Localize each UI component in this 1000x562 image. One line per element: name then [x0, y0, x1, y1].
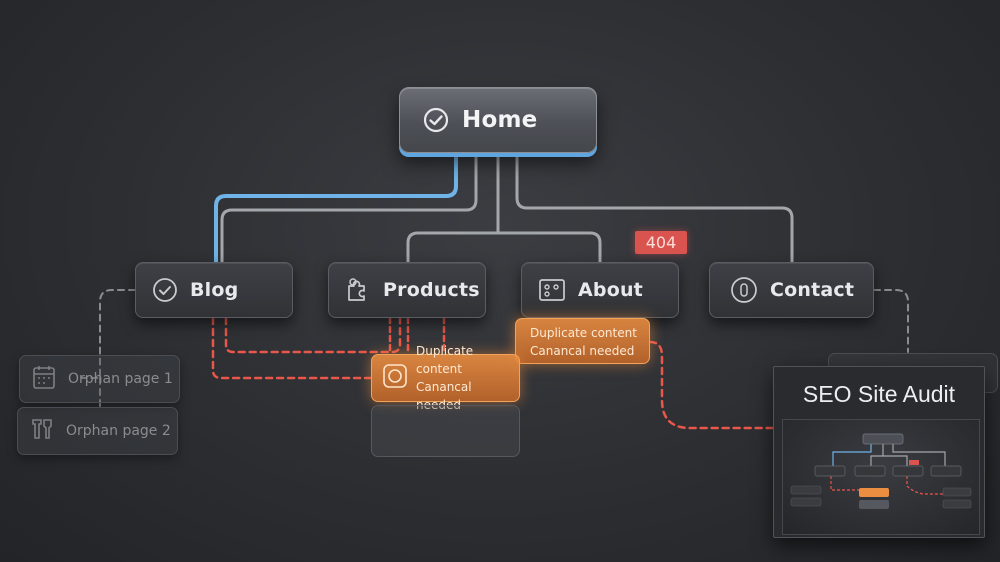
- warning-line-1: Duplicate content: [416, 344, 474, 376]
- node-products-label: Products: [383, 279, 480, 301]
- about-duplicate-warning[interactable]: Duplicate content Canancal needed: [515, 318, 650, 364]
- puzzle-icon: [343, 277, 371, 303]
- node-about-label: About: [578, 279, 643, 301]
- node-home[interactable]: Home: [399, 87, 597, 153]
- link-blog-warning: [224, 316, 402, 354]
- check-circle-icon: [152, 277, 178, 303]
- link-about-audit: [648, 340, 775, 430]
- node-about[interactable]: About: [521, 262, 679, 318]
- node-blog[interactable]: Blog: [135, 262, 293, 318]
- orphan-page-1-label: Orphan page 1: [68, 371, 173, 387]
- orphan-page-1[interactable]: Orphan page 1: [19, 355, 180, 403]
- error-404-badge: 404: [635, 231, 687, 254]
- audit-panel-title: SEO Site Audit: [802, 381, 956, 407]
- node-home-label: Home: [462, 107, 538, 133]
- circle-icon: [730, 276, 758, 304]
- warning-line-2: Canancal needed: [530, 344, 635, 358]
- tools-icon: [30, 416, 54, 446]
- orphan-page-2[interactable]: Orphan page 2: [17, 407, 178, 455]
- node-contact-label: Contact: [770, 279, 855, 301]
- ghost-node: [371, 405, 520, 457]
- link-contact-side: [873, 289, 909, 353]
- node-products[interactable]: Products: [328, 262, 486, 318]
- circle-square-icon: [382, 363, 408, 394]
- audit-thumbnail: [782, 419, 980, 535]
- node-blog-label: Blog: [190, 279, 239, 301]
- link-home-contact: [515, 152, 794, 264]
- products-duplicate-warning[interactable]: Duplicate content Canancal needed: [371, 344, 520, 412]
- grid-icon: [538, 278, 566, 302]
- node-contact[interactable]: Contact: [709, 262, 874, 318]
- seo-audit-panel[interactable]: SEO Site Audit: [773, 366, 985, 538]
- link-orphans: [81, 289, 136, 379]
- orphan-page-2-label: Orphan page 2: [66, 423, 171, 439]
- link-home-blog: [214, 152, 458, 264]
- link-home-products: [220, 152, 478, 264]
- warning-line-1: Duplicate content: [530, 326, 637, 340]
- link-home-mid: [406, 152, 500, 264]
- calendar-icon: [32, 364, 56, 394]
- check-circle-icon: [422, 106, 450, 134]
